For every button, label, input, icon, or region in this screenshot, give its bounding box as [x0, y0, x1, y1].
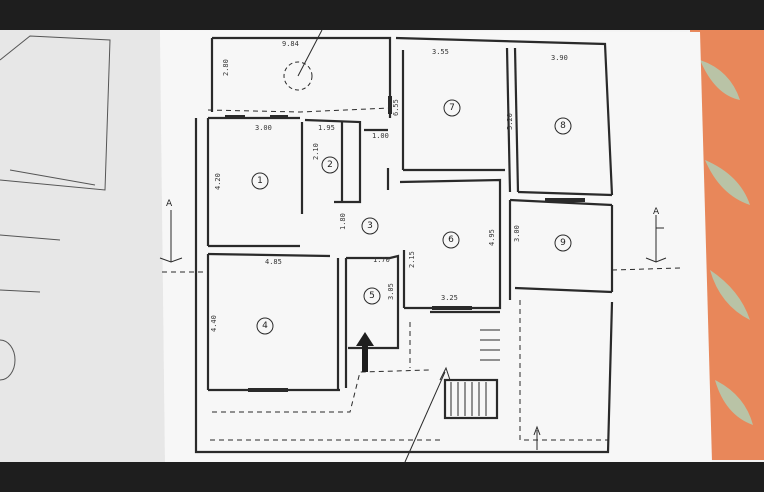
- dimension-label: 4.20: [214, 173, 222, 190]
- room-marker-circle: [554, 117, 572, 135]
- room-marker-circle: [256, 317, 274, 335]
- stair-treads: [450, 329, 500, 416]
- dimension-label: 3.05: [387, 283, 395, 300]
- dashed-circle-marker: [283, 61, 313, 91]
- walls: [194, 36, 614, 454]
- section-markers: [159, 210, 667, 263]
- section-label-left: A: [166, 199, 173, 209]
- left-page-sketch: [0, 35, 111, 381]
- room-2: 2: [321, 156, 339, 174]
- room-5: 5: [363, 287, 381, 305]
- dimension-label: 1.80: [339, 213, 347, 230]
- room-marker-circle: [361, 217, 379, 235]
- room-marker-circle: [321, 156, 339, 174]
- dimension-label: 4.85: [265, 258, 282, 266]
- room-marker-circle: [251, 172, 269, 190]
- dimension-labels: 9.84 2.80 3.55 3.90 6.55 3.00 1.95 1.00 4.20 2.10…: [210, 40, 568, 332]
- room-3: 3: [361, 217, 379, 235]
- dimension-label: 4.40: [210, 315, 218, 332]
- dashed-lines: [162, 107, 681, 441]
- section-label-right: A: [653, 207, 660, 217]
- dimension-label: 1.70: [373, 256, 390, 264]
- room-number-label: 4: [262, 321, 268, 331]
- room-number-label: 3: [367, 221, 373, 231]
- room-marker-circle: [363, 287, 381, 305]
- room-marker-circle: [443, 99, 461, 117]
- room-4: 4: [256, 317, 274, 335]
- room-number-label: 8: [560, 121, 566, 131]
- room-marker-circle: [442, 231, 460, 249]
- windows: [225, 96, 585, 392]
- entrance-arrow-icon: [356, 332, 374, 372]
- room-number-label: 1: [257, 176, 263, 186]
- dimension-label: 2.10: [312, 143, 320, 160]
- dimension-label: 3.00: [513, 225, 521, 242]
- dimension-label: 3.55: [432, 48, 449, 56]
- room-number-label: 2: [327, 160, 333, 170]
- dimension-label: 1.95: [318, 124, 335, 132]
- room-number-label: 9: [560, 238, 566, 248]
- room-number-label: 7: [449, 103, 455, 113]
- dimension-label: 4.95: [488, 229, 496, 246]
- room-7: 7: [443, 99, 461, 117]
- dimension-label: 2.15: [408, 251, 416, 268]
- room-6: 6: [442, 231, 460, 249]
- dimension-label: 9.84: [282, 40, 299, 48]
- dimension-label: 3.90: [551, 54, 568, 62]
- room-1: 1: [251, 172, 269, 190]
- main-page: [160, 30, 712, 462]
- dimension-label: 3.25: [441, 294, 458, 302]
- room-number-label: 6: [448, 235, 454, 245]
- room-marker-circle: [554, 234, 572, 252]
- room-number-label: 5: [369, 291, 375, 301]
- dimension-label: 2.80: [222, 59, 230, 76]
- room-9: 9: [554, 234, 572, 252]
- dimension-label: 5.20: [506, 113, 514, 130]
- back-page: [0, 30, 165, 462]
- dimension-label: 6.55: [392, 99, 400, 116]
- room-8: 8: [554, 117, 572, 135]
- dimension-label: 1.00: [372, 132, 389, 140]
- dimension-label: 3.00: [255, 124, 272, 132]
- room-numbers: 1 2 3 4 5 6 7 8 9: [251, 99, 572, 335]
